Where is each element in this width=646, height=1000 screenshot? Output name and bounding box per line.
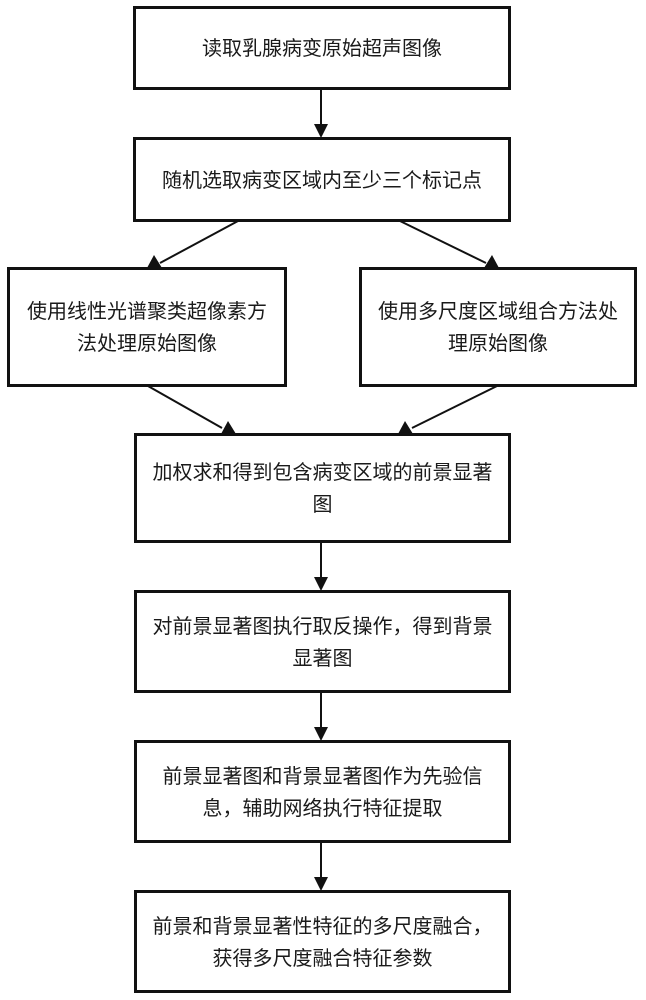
arrowhead bbox=[314, 877, 328, 891]
node-select-points: 随机选取病变区域内至少三个标记点 bbox=[133, 137, 511, 222]
node-prior-info: 前景显著图和背景显著图作为先验信息，辅助网络执行特征提取 bbox=[134, 740, 511, 843]
edge-select-to-lsc bbox=[159, 220, 239, 264]
node-lsc-superpixel: 使用线性光谱聚类超像素方法处理原始图像 bbox=[7, 267, 287, 387]
node-label: 前景显著图和背景显著图作为先验信息，辅助网络执行特征提取 bbox=[162, 763, 483, 820]
node-label: 使用多尺度区域组合方法处理原始图像 bbox=[378, 299, 618, 355]
node-label: 对前景显著图执行取反操作，得到背景显著图 bbox=[152, 613, 493, 670]
node-read-image: 读取乳腺病变原始超声图像 bbox=[133, 6, 511, 90]
edge-multiscale-to-weighted bbox=[411, 385, 498, 429]
node-label: 前景和背景显著性特征的多尺度融合，获得多尺度融合特征参数 bbox=[152, 913, 493, 970]
edge-select-to-multiscale bbox=[399, 220, 487, 264]
node-label: 加权求和得到包含病变区域的前景显著图 bbox=[152, 460, 493, 516]
node-label: 读取乳腺病变原始超声图像 bbox=[202, 36, 442, 60]
node-weighted-sum: 加权求和得到包含病变区域的前景显著图 bbox=[134, 433, 511, 543]
node-fusion: 前景和背景显著性特征的多尺度融合，获得多尺度融合特征参数 bbox=[134, 890, 511, 993]
node-label: 随机选取病变区域内至少三个标记点 bbox=[162, 167, 482, 192]
arrowhead bbox=[314, 124, 328, 138]
node-label: 使用线性光谱聚类超像素方法处理原始图像 bbox=[27, 299, 267, 355]
node-invert: 对前景显著图执行取反操作，得到背景显著图 bbox=[134, 590, 511, 693]
arrowhead bbox=[314, 727, 328, 741]
edge-lsc-to-weighted bbox=[147, 385, 223, 429]
arrowhead bbox=[314, 577, 328, 591]
node-multiscale-region: 使用多尺度区域组合方法处理原始图像 bbox=[359, 267, 637, 387]
